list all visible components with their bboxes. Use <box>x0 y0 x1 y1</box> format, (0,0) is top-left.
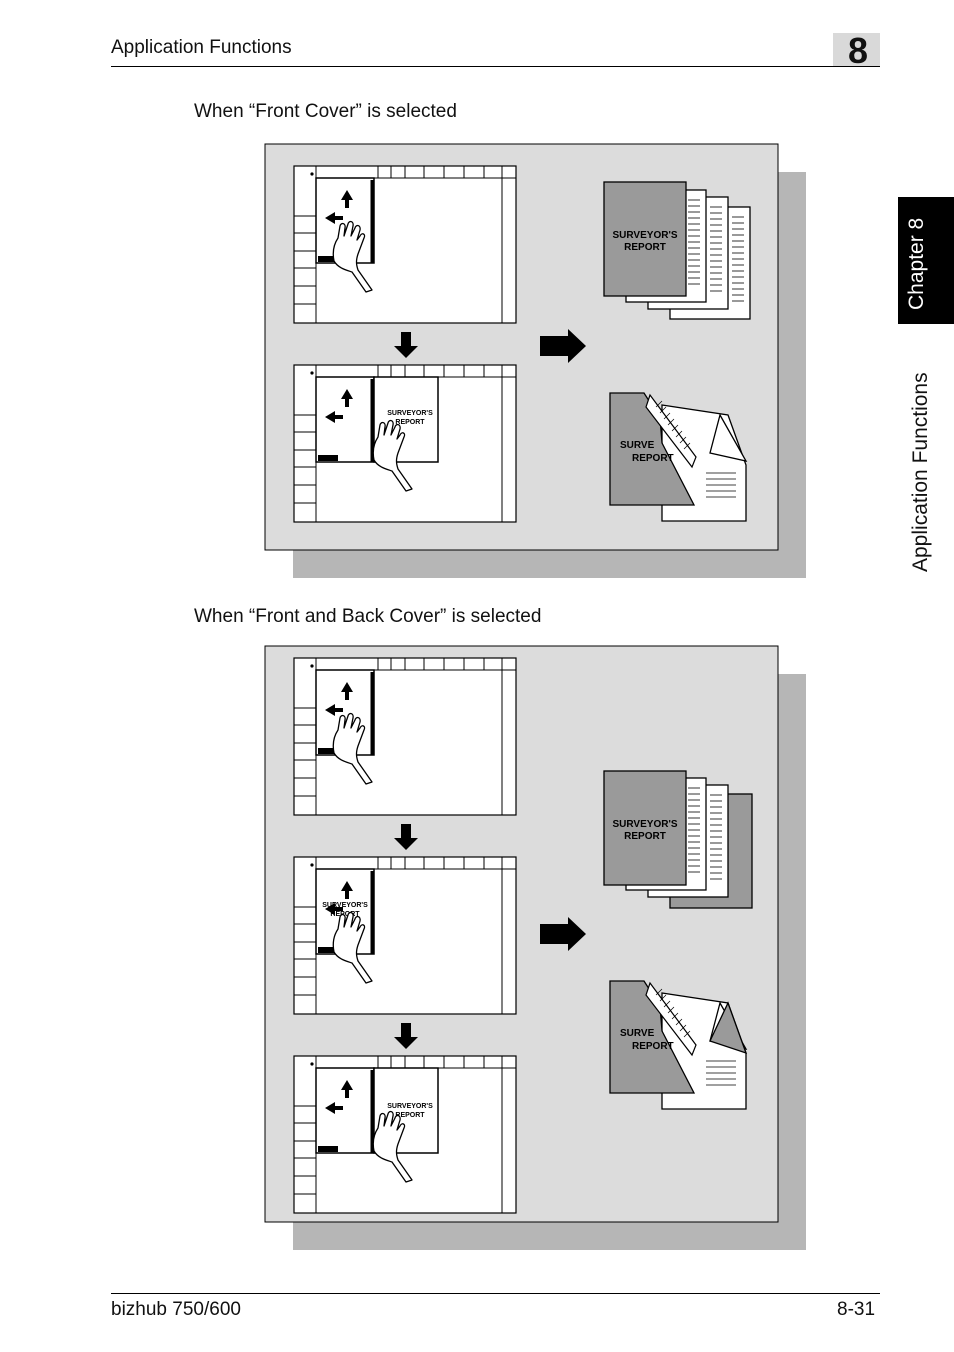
output-booklet: SURVE REPORT <box>609 980 748 1110</box>
figure-front-cover: SURVEYOR'S REPORT SURVEYOR'S REPORT SURV… <box>264 143 806 578</box>
booklet-label-line1: SURVE <box>620 1028 655 1039</box>
platen-doc-label-line1: SURVEYOR'S <box>322 902 368 909</box>
booklet-label-line1: SURVE <box>620 440 655 451</box>
header-rule <box>111 66 880 67</box>
platen-step-3: SURVEYOR'S REPORT <box>293 1055 517 1214</box>
chapter-number: 8 <box>848 30 869 71</box>
platen-doc-label-line1: SURVEYOR'S <box>387 410 433 417</box>
platen-step-2: SURVEYOR'S REPORT <box>293 856 517 1015</box>
output-stack: SURVEYOR'S REPORT <box>603 181 751 320</box>
figure-caption-front-back-cover: When “Front and Back Cover” is selected <box>194 606 542 627</box>
cover-label-line1: SURVEYOR'S <box>613 819 678 830</box>
chapter-side-tab <box>898 197 954 324</box>
figure-front-back-cover: SURVEYOR'S REPORT SURVEYOR'S REPORT SURV… <box>264 645 806 1250</box>
platen-step-1 <box>293 657 517 816</box>
platen-doc-label-line2: REPORT <box>330 911 360 918</box>
platen-step-2: SURVEYOR'S REPORT <box>293 364 517 523</box>
cover-label-line2: REPORT <box>624 831 666 842</box>
booklet-label-line2: REPORT <box>632 1041 674 1052</box>
footer-page-number: 8-31 <box>837 1299 876 1320</box>
platen-doc-label-line1: SURVEYOR'S <box>387 1103 433 1110</box>
cover-label-line1: SURVEYOR'S <box>613 230 678 241</box>
booklet-label-line2: REPORT <box>632 453 674 464</box>
platen-doc-label-line2: REPORT <box>395 1112 425 1119</box>
cover-label-line2: REPORT <box>624 242 666 253</box>
figure-caption-front-cover: When “Front Cover” is selected <box>194 101 457 122</box>
platen-doc-label-line2: REPORT <box>395 419 425 426</box>
footer-model: bizhub 750/600 <box>111 1299 241 1320</box>
output-stack: SURVEYOR'S REPORT <box>603 770 753 909</box>
footer-rule <box>111 1293 880 1294</box>
chapter-number-box <box>833 33 880 66</box>
header-section-title: Application Functions <box>111 37 292 58</box>
platen-step-1 <box>293 165 517 324</box>
output-booklet: SURVE REPORT <box>609 392 747 522</box>
